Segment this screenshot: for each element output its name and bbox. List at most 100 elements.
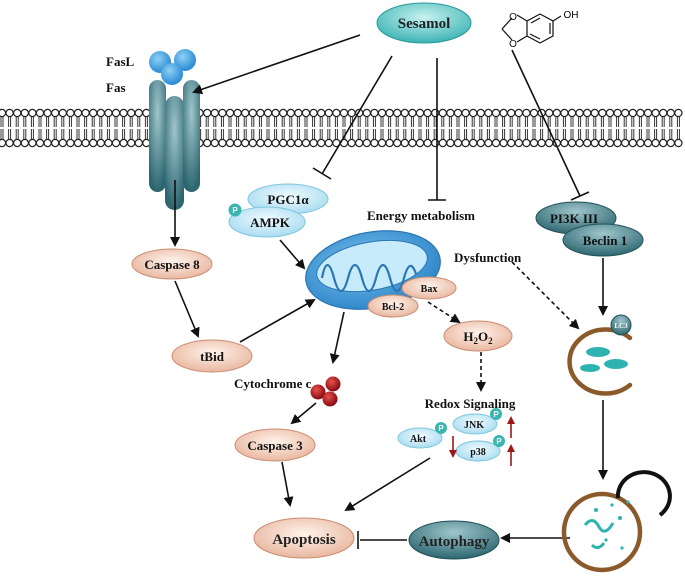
lipid	[613, 138, 622, 148]
lipid	[575, 138, 584, 148]
apoptosis-node: Apoptosis	[253, 517, 355, 559]
lipid	[73, 138, 83, 148]
svg-text:Caspase 3: Caspase 3	[247, 438, 303, 453]
lipid	[5, 138, 14, 148]
lipid	[377, 108, 387, 118]
lipid	[347, 108, 356, 118]
lipid	[96, 108, 106, 118]
arrow-caspase8-tbid	[174, 280, 200, 338]
lipid	[225, 108, 235, 118]
lipid	[240, 108, 250, 118]
lipid	[453, 108, 463, 118]
lipid	[621, 108, 630, 118]
lipid	[233, 108, 242, 118]
lipid	[35, 138, 45, 148]
lipid	[590, 138, 600, 148]
lipid	[225, 138, 235, 148]
lipid	[469, 138, 478, 148]
lipid	[598, 138, 607, 148]
lipid	[400, 138, 409, 148]
lipid	[415, 108, 425, 118]
regulation-arrows	[449, 416, 515, 466]
lipid	[202, 108, 212, 118]
h2o2-node: H2O2	[443, 320, 513, 352]
bax-node: Bax	[401, 276, 457, 300]
lipid	[134, 108, 143, 118]
lc3-node: LC3	[610, 314, 632, 336]
svg-text:Bax: Bax	[421, 284, 438, 295]
lipid	[491, 108, 501, 118]
phospho-icon	[493, 435, 505, 447]
svg-text:JNK: JNK	[464, 420, 484, 431]
arrow-ampk-mito	[279, 239, 306, 270]
phagophore-icon	[567, 327, 633, 396]
svg-text:P: P	[496, 437, 502, 446]
arrow-cytc-caspase3	[290, 402, 317, 425]
lipid	[583, 108, 592, 118]
lipid	[13, 138, 22, 148]
lipid	[20, 138, 29, 148]
lipid	[142, 138, 151, 148]
lipid	[96, 138, 106, 148]
lipid	[484, 138, 493, 148]
sesamol-node: Sesamol	[376, 2, 472, 44]
lipid	[674, 138, 683, 148]
lipid	[279, 138, 288, 148]
lipid	[499, 108, 508, 118]
lipid	[484, 108, 493, 118]
lipid	[355, 138, 364, 148]
jnk-node: JNK P	[452, 408, 502, 435]
beclin1-label: Beclin 1	[583, 233, 627, 248]
lipid	[590, 108, 600, 118]
cytochrome-c-label: Cytochrome c	[234, 376, 312, 391]
inhibit-sesamol-pi3k	[511, 49, 581, 197]
ampk-label: AMPK	[250, 215, 291, 230]
lipid	[393, 108, 402, 118]
lipid	[88, 138, 98, 148]
lipid	[377, 138, 387, 148]
p38-node: p38 P	[455, 435, 505, 462]
lipid	[370, 108, 379, 118]
lipid	[51, 108, 60, 118]
lipid	[119, 108, 128, 118]
oxygen-label-2: O	[509, 39, 517, 50]
lipid	[81, 138, 90, 148]
lipid	[628, 108, 638, 118]
redox-signaling-label: Redox Signaling	[425, 396, 516, 411]
lipid	[43, 108, 52, 118]
lipid	[294, 138, 303, 148]
lipid	[332, 108, 341, 118]
lipid	[13, 108, 22, 118]
lipid	[271, 108, 280, 118]
lipid	[339, 108, 349, 118]
lipid	[66, 108, 75, 118]
inhibit-bar-pgc1a	[312, 167, 332, 180]
phospho-icon	[490, 408, 502, 420]
lipid	[5, 108, 14, 118]
lipid	[628, 138, 638, 148]
lipid	[476, 108, 485, 118]
lipid	[317, 108, 326, 118]
lipid	[613, 108, 622, 118]
lipid	[58, 108, 68, 118]
bcl2-node: Bcl-2	[367, 294, 419, 318]
arrow-mito-cytc	[329, 311, 345, 364]
lipid	[567, 108, 577, 118]
sesamol-label: Sesamol	[398, 16, 451, 32]
inhibit-sesamol-pgc1a	[321, 55, 393, 175]
lipid	[20, 108, 29, 118]
svg-text:Caspase 8: Caspase 8	[144, 257, 200, 272]
lipid	[552, 108, 562, 118]
lipid	[104, 108, 113, 118]
lipid	[111, 108, 121, 118]
phospho-icon	[435, 422, 447, 434]
lipid	[659, 108, 668, 118]
akt-node: Akt P	[397, 422, 447, 449]
lipid	[286, 138, 295, 148]
phospho-icon	[228, 203, 242, 217]
lipid	[347, 138, 356, 148]
lipid	[529, 108, 539, 118]
lipid	[88, 108, 98, 118]
svg-text:P: P	[493, 410, 499, 419]
